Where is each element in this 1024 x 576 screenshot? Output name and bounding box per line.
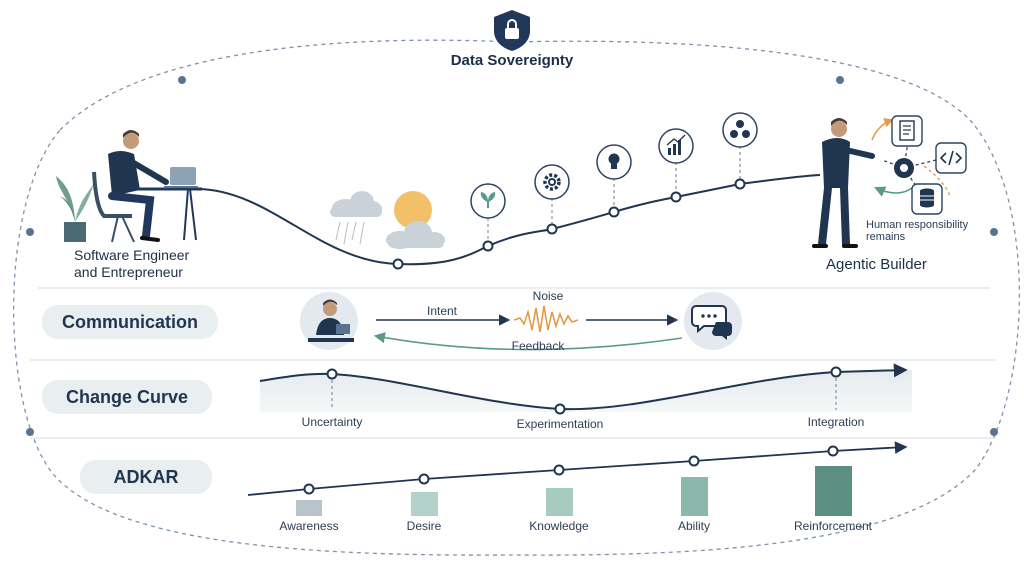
journey-curve: [197, 174, 821, 266]
intent-label: Intent: [426, 304, 458, 318]
person-avatar-icon: [300, 292, 358, 350]
code-icon: [935, 142, 967, 174]
noise-label: Noise: [532, 289, 564, 303]
section-label-communication: Communication: [42, 305, 218, 339]
feedback-label: Feedback: [511, 339, 565, 353]
outer-boundary: [13, 39, 1021, 556]
section-label-change-curve: Change Curve: [42, 380, 212, 414]
end-label: Agentic Builder: [826, 256, 927, 273]
sprout-icon: [470, 183, 506, 219]
start-label-line2: and Entrepreneur: [74, 264, 183, 280]
page-title: Data Sovereignty: [450, 52, 574, 69]
section-label-adkar: ADKAR: [80, 460, 212, 494]
adkar-stage-label: Reinforcement: [793, 519, 873, 533]
bar-chart-icon: [658, 128, 694, 164]
change-curve-line: [259, 363, 908, 411]
adkar-stage-label: Ability: [677, 519, 711, 533]
boundary-dot: [26, 228, 34, 236]
network-icon: [722, 112, 758, 148]
boundary-dot: [990, 428, 998, 436]
responsibility-note-line1: Human responsibility: [866, 219, 969, 231]
responsibility-note: Human responsibility remains: [866, 219, 968, 243]
adkar-stage-label: Knowledge: [529, 519, 589, 533]
adkar-bars: [296, 466, 852, 516]
milestone-stems: [487, 146, 741, 244]
boundary-dot: [990, 228, 998, 236]
change-stage-label: Uncertainty: [301, 415, 363, 429]
change-stage-label: Integration: [807, 415, 865, 429]
adkar-trend-line: [247, 441, 908, 496]
start-label-line1: Software Engineer: [74, 247, 190, 263]
software-engineer-illustration: [92, 130, 202, 243]
change-curve-stems: [331, 372, 837, 410]
sun-cloud-icon: [386, 191, 445, 249]
change-curve-node: [326, 366, 842, 415]
gear-icon: [534, 164, 570, 200]
cloud-rain-icon: [330, 191, 382, 245]
feedback-arrow: [373, 332, 683, 351]
change-curve-fill: [260, 370, 912, 412]
adkar-node: [303, 445, 839, 495]
adkar-stage-label: Desire: [406, 519, 442, 533]
agent-hub: [871, 118, 951, 197]
responsibility-note-line2: remains: [866, 231, 906, 243]
adkar-stage-label: Awareness: [279, 519, 339, 533]
change-stage-label: Experimentation: [516, 417, 604, 431]
boundary-dot: [26, 428, 34, 436]
milestone-node: [392, 178, 746, 270]
agentic-builder-illustration: [812, 118, 875, 248]
plant-illustration: [56, 176, 94, 242]
lightbulb-icon: [596, 144, 632, 180]
lock-icon: [494, 10, 530, 51]
database-icon: [911, 183, 943, 215]
boundary-dot: [836, 76, 844, 84]
start-label: Software Engineer and Entrepreneur: [74, 247, 189, 281]
noise-wave: [513, 305, 579, 333]
boundary-dot: [178, 76, 186, 84]
document-icon: [891, 115, 923, 147]
chat-icon: [684, 292, 742, 350]
